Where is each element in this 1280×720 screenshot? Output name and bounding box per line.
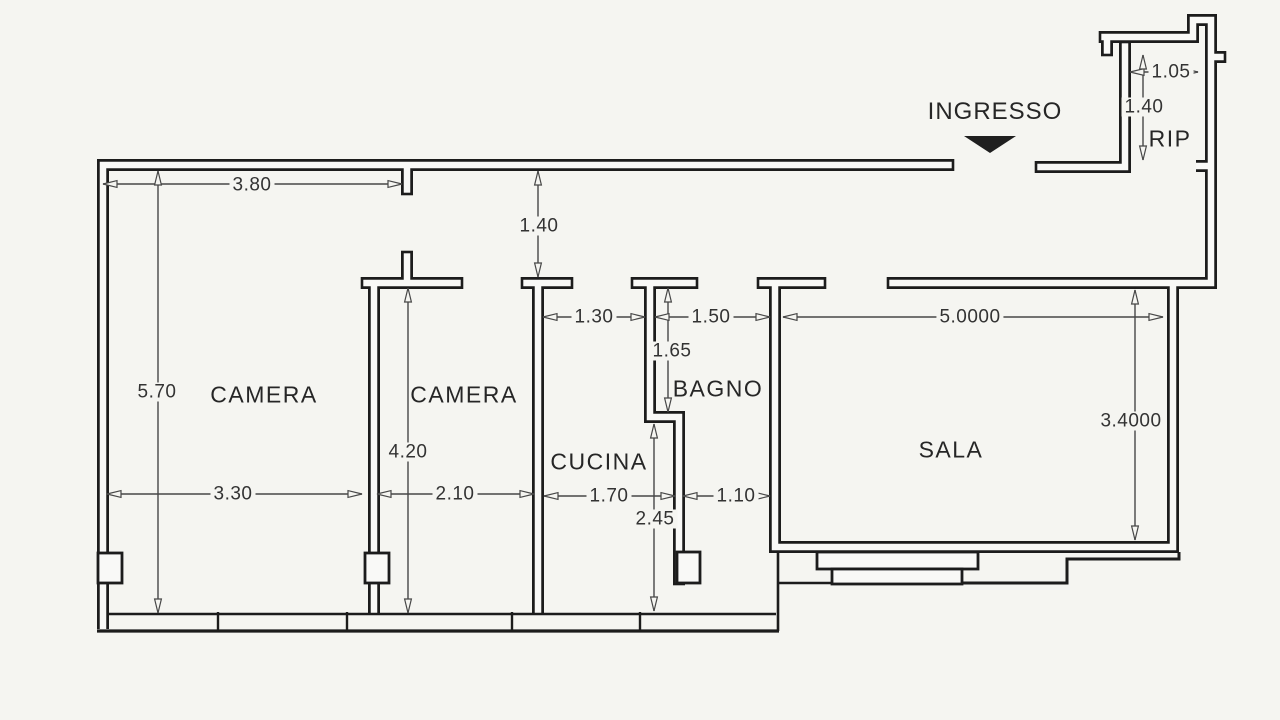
room-label-cucina: CUCINA xyxy=(550,448,648,475)
bottom-wall-windows xyxy=(97,552,832,633)
dim-rip-height: 1.40 xyxy=(1121,97,1167,117)
terrace-steps xyxy=(815,550,1181,586)
dim-sala-height: 3.4000 xyxy=(1097,411,1165,431)
room-label-camera-2: CAMERA xyxy=(410,381,518,408)
dim-camera2-height: 4.20 xyxy=(385,442,431,462)
dim-sala-width: 5.0000 xyxy=(936,307,1004,327)
entrance-arrow-icon xyxy=(964,136,1016,153)
dim-camera1-top-width: 3.80 xyxy=(229,175,275,195)
entrance-label: INGRESSO xyxy=(927,98,1063,125)
room-label-bagno: BAGNO xyxy=(672,375,764,402)
room-label-rip: RIP xyxy=(1148,125,1192,152)
dim-cucina-top-width: 1.30 xyxy=(571,307,617,327)
dim-cucina-width: 1.70 xyxy=(586,486,632,506)
room-label-camera-1: CAMERA xyxy=(210,381,318,408)
dim-corridor-width: 1.10 xyxy=(713,486,759,506)
dim-hall-depth: 1.40 xyxy=(516,216,562,236)
dim-camera1-width: 3.30 xyxy=(210,484,256,504)
pillars xyxy=(96,550,702,585)
dim-camera1-height: 5.70 xyxy=(134,382,180,402)
room-label-sala: SALA xyxy=(918,436,984,463)
step-lower xyxy=(830,567,964,586)
dim-bagno-height: 1.65 xyxy=(649,341,695,361)
dim-cucina-lower-height: 2.45 xyxy=(632,509,678,529)
pillar xyxy=(96,551,124,585)
dim-camera2-width: 2.10 xyxy=(432,484,478,504)
step-upper xyxy=(815,550,980,571)
wall-end-caps xyxy=(360,31,1227,586)
dim-bagno-width: 1.50 xyxy=(688,307,734,327)
dim-rip-width: 1.05 xyxy=(1148,62,1194,82)
pillar xyxy=(675,550,702,585)
terrace-boundary xyxy=(962,552,1181,585)
pillar xyxy=(363,551,391,585)
